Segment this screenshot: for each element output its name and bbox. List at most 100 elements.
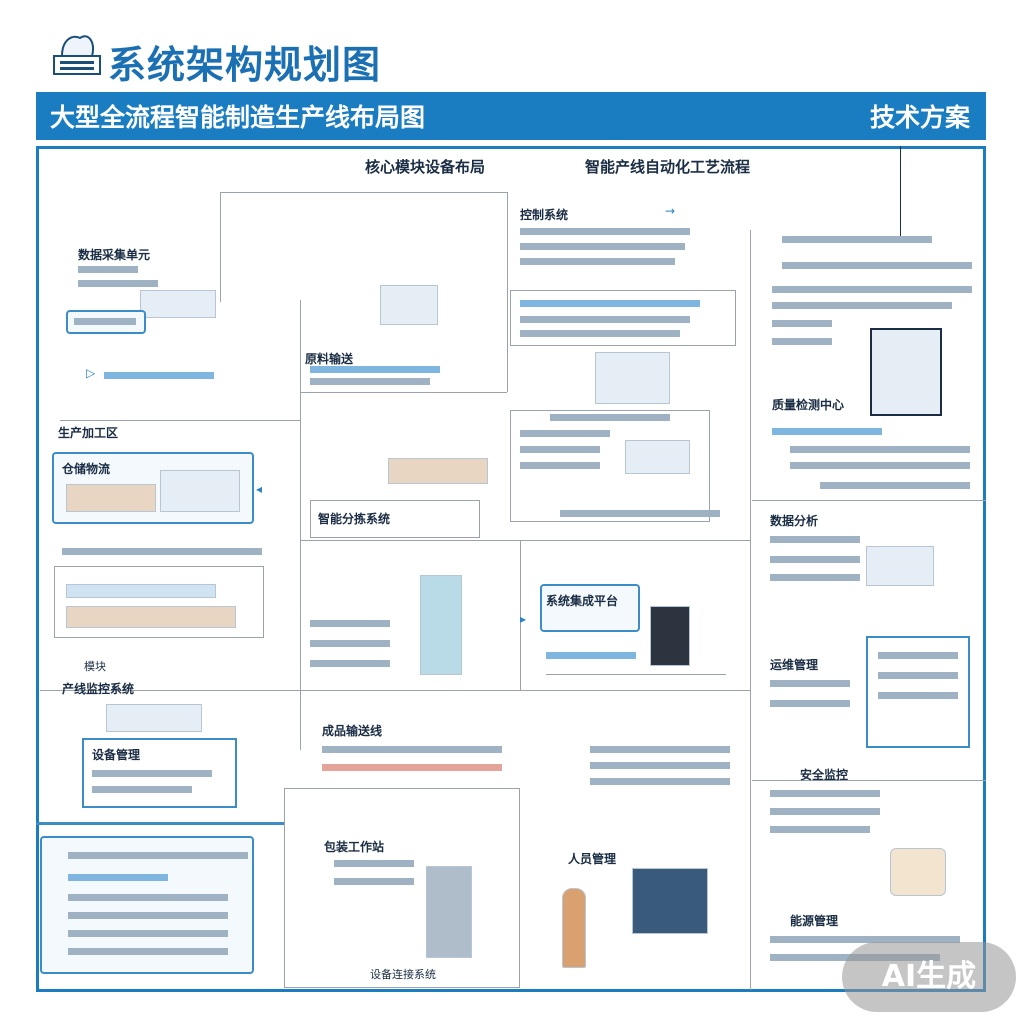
card-label: 设备管理 bbox=[92, 748, 141, 762]
connector-line bbox=[40, 690, 300, 691]
divider bbox=[36, 822, 296, 825]
workstation-panel bbox=[284, 788, 520, 988]
connector-line bbox=[220, 192, 508, 193]
text-line bbox=[770, 826, 870, 833]
text-line bbox=[334, 860, 414, 867]
text-line bbox=[590, 746, 730, 753]
conveyor-illustration bbox=[66, 584, 216, 598]
card-label: 仓储物流 bbox=[62, 462, 111, 476]
text-line bbox=[68, 852, 248, 859]
text-line bbox=[104, 372, 214, 379]
arrow-right-icon: ▸ bbox=[520, 612, 527, 626]
equipment-illustration bbox=[632, 868, 708, 934]
text-line bbox=[520, 228, 690, 235]
text-line bbox=[770, 790, 880, 797]
subhead-left: 核心模块设备布局 bbox=[365, 158, 486, 176]
text-line bbox=[310, 378, 430, 385]
text-line bbox=[310, 366, 440, 373]
connector-line bbox=[300, 690, 750, 691]
text-line bbox=[74, 318, 136, 325]
connector-line bbox=[900, 146, 901, 236]
diagram-frame bbox=[36, 146, 986, 992]
page-title: 系统架构规划图 bbox=[108, 43, 382, 87]
text-line bbox=[334, 878, 414, 885]
connector-line bbox=[546, 674, 726, 675]
banner-right-label: 技术方案 bbox=[869, 103, 970, 132]
text-line bbox=[770, 536, 860, 543]
text-line bbox=[782, 262, 972, 269]
section-top-mid-title: 原料输送 bbox=[305, 352, 354, 366]
connector-line bbox=[220, 192, 221, 302]
text-line bbox=[770, 574, 860, 581]
text-line bbox=[772, 428, 882, 435]
server-illustration bbox=[866, 546, 934, 586]
text-line bbox=[546, 652, 636, 659]
text-line bbox=[520, 330, 680, 337]
tower-illustration bbox=[420, 575, 462, 675]
machine-illustration bbox=[595, 352, 670, 404]
section-label: 运维管理 bbox=[770, 658, 819, 672]
text-line bbox=[770, 680, 850, 687]
text-line bbox=[878, 692, 958, 699]
worker-figure-icon bbox=[562, 888, 586, 968]
text-line bbox=[310, 640, 390, 647]
text-line bbox=[520, 258, 675, 265]
text-line bbox=[770, 808, 880, 815]
section-label: 智能分拣系统 bbox=[318, 512, 391, 526]
text-line bbox=[878, 672, 958, 679]
storage-illustration bbox=[66, 606, 236, 628]
text-line bbox=[820, 482, 970, 489]
info-card bbox=[540, 584, 640, 632]
banner-left-label: 大型全流程智能制造生产线布局图 bbox=[50, 103, 426, 132]
text-line bbox=[550, 414, 670, 421]
section-label: 包装工作站 bbox=[324, 840, 385, 854]
section-label: 生产加工区 bbox=[58, 426, 119, 440]
caption: 设备连接系统 bbox=[370, 968, 436, 981]
text-line bbox=[520, 300, 700, 307]
small-label: 模块 bbox=[84, 660, 106, 673]
text-line bbox=[878, 652, 958, 659]
subhead-right: 智能产线自动化工艺流程 bbox=[585, 158, 751, 176]
text-line bbox=[770, 556, 860, 563]
text-line bbox=[520, 462, 600, 469]
text-line bbox=[62, 548, 262, 555]
text-line bbox=[772, 286, 972, 293]
section-label: 控制系统 bbox=[520, 208, 569, 222]
sorting-line-illustration bbox=[388, 458, 488, 484]
ai-generated-badge: AI生成 bbox=[842, 942, 1016, 1012]
machine-illustration bbox=[650, 606, 690, 666]
control-cabinet-illustration bbox=[870, 328, 942, 416]
text-line bbox=[772, 320, 832, 327]
connector-line bbox=[752, 500, 986, 501]
text-line bbox=[68, 948, 228, 955]
section-label: 能源管理 bbox=[790, 914, 839, 928]
arrow-right-icon: ◂ bbox=[256, 482, 263, 496]
text-line bbox=[322, 764, 502, 771]
connector-line bbox=[60, 420, 300, 421]
process-card bbox=[310, 500, 480, 538]
section-top-left-title: 数据采集单元 bbox=[78, 248, 151, 262]
text-line bbox=[770, 700, 850, 707]
section-label: 数据分析 bbox=[770, 514, 819, 528]
text-line bbox=[68, 912, 228, 919]
connector-line bbox=[752, 780, 986, 781]
text-line bbox=[78, 266, 138, 273]
text-line bbox=[78, 280, 158, 287]
text-line bbox=[790, 446, 970, 453]
shelf-illustration bbox=[160, 470, 240, 512]
connector-line bbox=[300, 300, 301, 750]
device-illustration bbox=[380, 285, 438, 325]
text-line bbox=[590, 762, 730, 769]
text-line bbox=[322, 746, 502, 753]
text-line bbox=[310, 620, 390, 627]
section-label: 产线监控系统 bbox=[62, 682, 135, 696]
warehouse-illustration bbox=[66, 484, 156, 512]
text-line bbox=[92, 770, 212, 777]
section-label: 安全监控 bbox=[800, 768, 849, 782]
monitor-illustration bbox=[106, 704, 202, 732]
tank-illustration bbox=[890, 848, 946, 896]
text-line bbox=[92, 786, 192, 793]
arrow-right-icon: ▷ bbox=[86, 366, 96, 380]
text-line bbox=[790, 462, 970, 469]
text-line bbox=[520, 446, 600, 453]
